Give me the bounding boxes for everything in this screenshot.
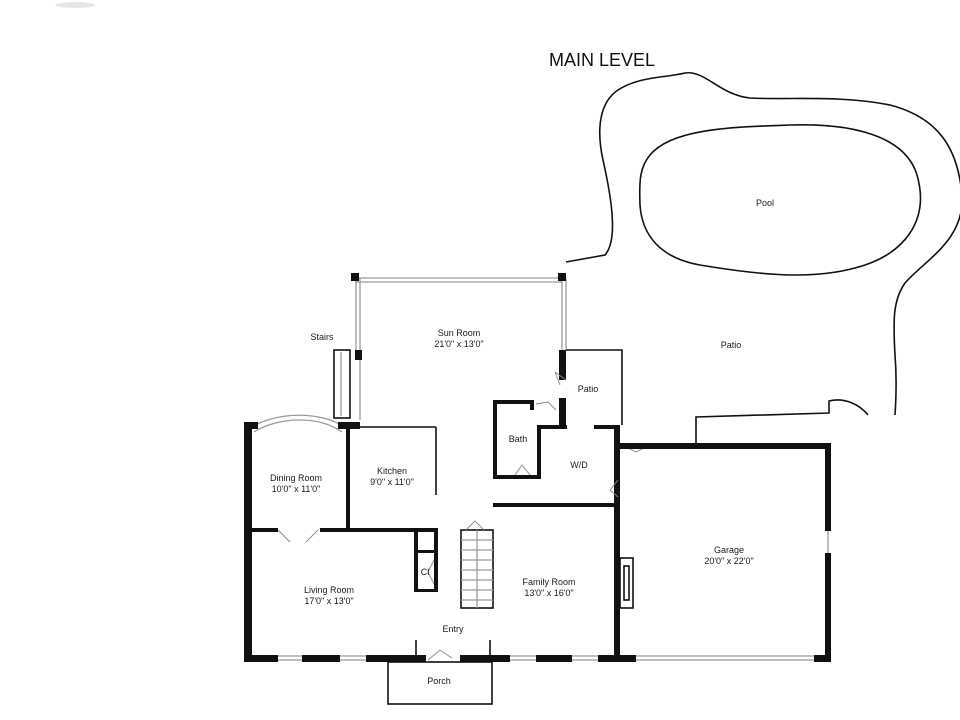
kitchen-dims: 9'0" x 11'0"	[370, 477, 414, 487]
bath-left-wall	[493, 400, 497, 478]
closet-door	[427, 559, 435, 585]
interior-stairs-treads	[461, 530, 493, 608]
bath-top-wall	[493, 400, 533, 404]
fireplace-hearth	[623, 565, 630, 601]
bath-label: Bath	[509, 434, 528, 444]
closet-label: Cl	[421, 567, 430, 577]
closet-bottom-wall	[414, 589, 438, 592]
kitchen-family-wall	[493, 503, 619, 507]
porch-label: Porch	[427, 676, 451, 686]
dining-double-door	[277, 529, 319, 543]
south-wall-3	[366, 655, 426, 662]
plan-title: MAIN LEVEL	[549, 50, 655, 70]
closet-right-wall	[434, 530, 438, 592]
bath-bottom-wall	[493, 475, 541, 479]
garage-right-wall-upper	[825, 443, 831, 531]
sun-room-dims: 21'0" x 13'0"	[434, 339, 483, 349]
family-room-label: Family Room	[522, 577, 575, 587]
family-room-dims: 13'0" x 16'0"	[524, 588, 573, 598]
south-wall-5	[536, 655, 572, 662]
sunroom-patio-door	[554, 371, 567, 386]
patio-outline	[565, 72, 960, 416]
bath-door-stub	[530, 400, 534, 410]
south-wall-2	[302, 655, 340, 662]
dining-kitchen-divider	[346, 425, 350, 530]
sunroom-post-right	[559, 350, 566, 380]
fireplace	[619, 557, 634, 609]
garage-label: Garage	[714, 545, 744, 555]
garage-dims: 20'0" x 22'0"	[704, 556, 753, 566]
dining-bay-window-inner	[253, 419, 343, 433]
stairs-upper-label: Stairs	[310, 332, 334, 342]
patio-outdoor-label: Patio	[721, 340, 742, 350]
dining-room-dims: 10'0" x 11'0"	[272, 484, 321, 494]
garage-se-corner	[814, 655, 831, 662]
sunroom-post-left	[355, 350, 362, 360]
dining-living-wall-right	[320, 528, 438, 532]
dining-living-wall-left	[248, 528, 278, 532]
patio-outline-lower	[695, 399, 869, 446]
garage-right-wall-lower	[825, 553, 831, 662]
entry-door	[427, 649, 453, 661]
wd-garage-door	[609, 479, 619, 498]
sunroom-corner-tr	[558, 273, 566, 281]
garage-top-wall	[614, 443, 831, 449]
bath-door	[514, 464, 531, 476]
living-room-label: Living Room	[304, 585, 354, 595]
bath-wd-divider	[537, 425, 541, 479]
bath-entry-door	[535, 401, 557, 411]
porch-outline	[387, 661, 493, 705]
south-wall-1	[244, 655, 278, 662]
dining-room-label: Dining Room	[270, 473, 322, 483]
patio-small-post	[559, 398, 566, 429]
closet-left-wall	[414, 530, 418, 592]
wd-label: W/D	[570, 460, 588, 470]
smudge-mark	[55, 2, 95, 8]
closet-top-wall	[414, 550, 438, 553]
sun-room-label: Sun Room	[438, 328, 481, 338]
wd-top-wall-right	[594, 425, 618, 429]
patio-small-label: Patio	[578, 384, 599, 394]
patio-small-outline	[566, 349, 623, 425]
stairs-door	[465, 520, 485, 531]
south-wall-6	[598, 655, 636, 662]
dining-bay-window	[249, 414, 347, 429]
south-wall-4	[460, 655, 510, 662]
stairs-upper-box	[333, 349, 351, 419]
nw-corner-wall	[244, 422, 258, 429]
living-room-dims: 17'0" x 13'0"	[304, 596, 353, 606]
wd-top-wall	[537, 425, 567, 429]
family-garage-wall	[614, 425, 620, 662]
pool-shape	[638, 123, 922, 276]
kitchen-label: Kitchen	[377, 466, 407, 476]
sunroom-corner-tl	[351, 273, 359, 281]
west-wall	[244, 422, 252, 662]
entry-label: Entry	[442, 624, 464, 634]
pool-label: Pool	[756, 198, 774, 208]
